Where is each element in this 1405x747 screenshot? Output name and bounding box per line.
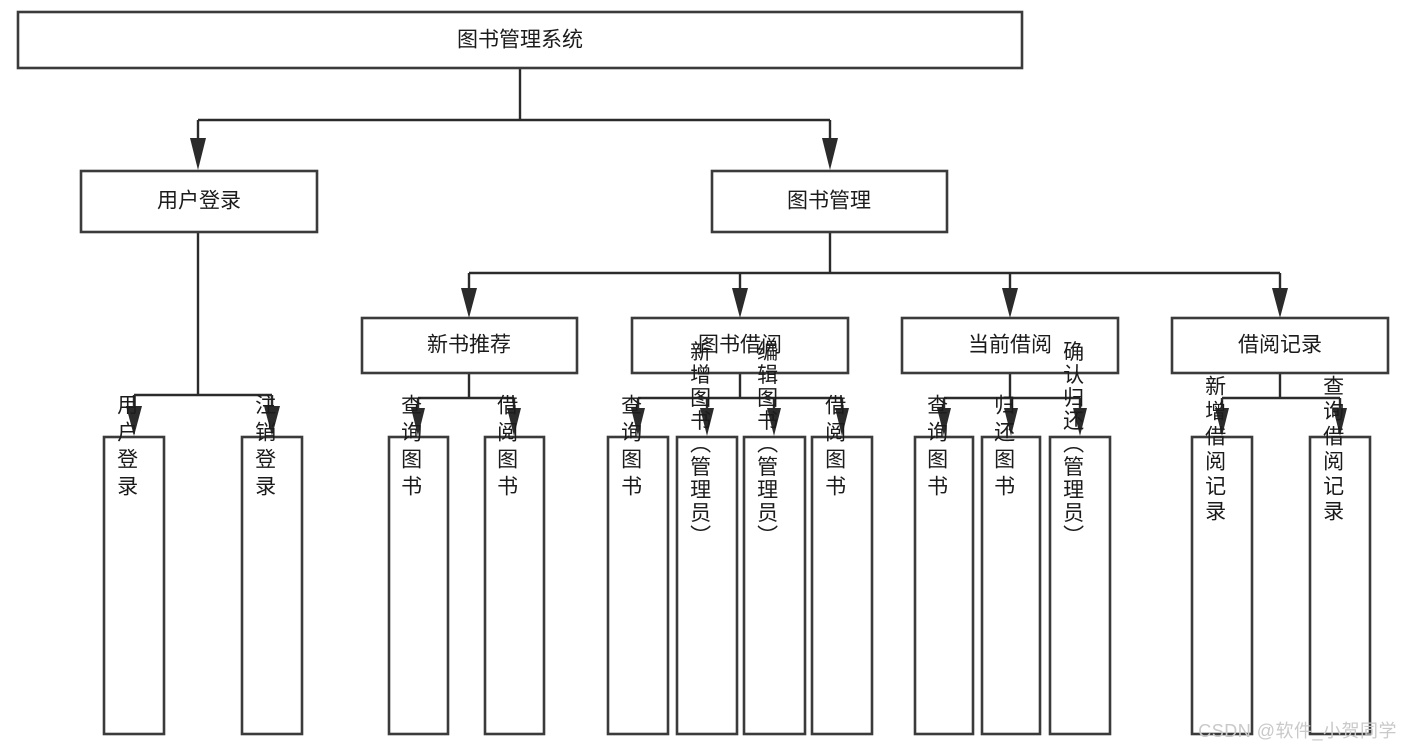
node-new-book-recommend[interactable]: 新书推荐: [360, 316, 579, 375]
node-borrow-record-box[interactable]: [1170, 316, 1390, 375]
arrowhead-book-borrow: [732, 288, 748, 318]
leaf-query-book-newbook-box[interactable]: [387, 435, 450, 736]
leaf-query-book-borrow-label: 查询图书: [619, 394, 643, 502]
arrowhead-leaf-logout: [264, 406, 280, 436]
leaf-borrow-book-borrow-box[interactable]: [810, 435, 874, 736]
node-user-login[interactable]: 用户登录: [79, 169, 319, 234]
leaf-borrow-book-newbook-box[interactable]: [483, 435, 546, 736]
leaf-query-book-current-label: 查询图书: [925, 394, 949, 502]
node-current-borrow-label: 当前借阅: [968, 334, 1052, 357]
arrowhead-leaf-add-book: [700, 408, 714, 436]
arrowhead-leaf-query-record: [1333, 408, 1347, 436]
leaf-confirm-return-admin-label: 确认归还（管理员）: [1061, 341, 1085, 548]
arrowhead-leaf-edit-book: [767, 408, 781, 436]
node-user-login-label: 用户登录: [157, 190, 241, 213]
leaf-borrow-book-newbook-label: 借阅图书: [495, 394, 519, 502]
leaf-borrow-book-borrow-label: 借阅图书: [823, 394, 847, 502]
leaf-edit-book-admin-label: 编辑图书（管理员）: [755, 341, 779, 548]
leaf-query-borrow-record-box[interactable]: [1308, 435, 1372, 736]
leaf-logout-box[interactable]: [240, 435, 304, 736]
node-user-login-box[interactable]: [79, 169, 319, 234]
leaf-query-borrow-record-label: 查询借阅记录: [1321, 375, 1345, 525]
arrowhead-leaf-borrow-book-2: [835, 408, 849, 436]
leaf-query-book-newbook[interactable]: 查询图书: [387, 394, 450, 736]
leaf-query-borrow-record[interactable]: 查询借阅记录: [1308, 375, 1372, 736]
node-root-system-box[interactable]: [16, 10, 1024, 70]
leaf-borrow-book-newbook[interactable]: 借阅图书: [483, 394, 546, 736]
leaf-query-book-current[interactable]: 查询图书: [913, 394, 975, 736]
arrowhead-leaf-confirm-return: [1073, 408, 1087, 436]
leaf-borrow-book-borrow[interactable]: 借阅图书: [810, 394, 874, 736]
leaf-query-book-newbook-label: 查询图书: [399, 394, 423, 502]
leaf-add-borrow-record-label: 新增借阅记录: [1203, 375, 1227, 525]
leaf-query-book-borrow-box[interactable]: [606, 435, 670, 736]
node-book-borrow[interactable]: 图书借阅: [630, 316, 850, 375]
node-root-system-label: 图书管理系统: [457, 29, 583, 52]
arrowhead-leaf-query-book-1: [411, 408, 425, 436]
leaf-logout-label: 注销登录: [253, 394, 277, 502]
leaf-logout[interactable]: 注销登录: [240, 394, 304, 736]
leaf-add-book-admin[interactable]: 新增图书（管理员）: [675, 341, 739, 736]
arrowhead-leaf-query-book-3: [937, 408, 951, 436]
leaf-add-book-admin-box[interactable]: [675, 435, 739, 736]
leaf-confirm-return-admin-box[interactable]: [1048, 435, 1112, 736]
arrowhead-leaf-user-login: [126, 406, 142, 436]
arrowhead-book-manage: [822, 138, 838, 170]
leaf-user-login-label: 用户登录: [115, 394, 139, 502]
leaf-edit-book-admin[interactable]: 编辑图书（管理员）: [742, 341, 807, 736]
node-book-borrow-label: 图书借阅: [698, 334, 782, 357]
arrowhead-leaf-return-book: [1004, 408, 1018, 436]
node-borrow-record-label: 借阅记录: [1238, 334, 1322, 357]
arrowhead-leaf-query-book-2: [631, 408, 645, 436]
node-new-book-recommend-box[interactable]: [360, 316, 579, 375]
node-new-book-recommend-label: 新书推荐: [427, 334, 511, 357]
node-book-management[interactable]: 图书管理: [710, 169, 949, 234]
node-book-management-label: 图书管理: [787, 190, 871, 213]
arrowhead-user-login: [190, 138, 206, 170]
node-current-borrow-box[interactable]: [900, 316, 1120, 375]
leaf-add-book-admin-label: 新增图书（管理员）: [688, 341, 712, 548]
leaf-edit-book-admin-box[interactable]: [742, 435, 807, 736]
node-current-borrow[interactable]: 当前借阅: [900, 316, 1120, 375]
connector-layer: [126, 68, 1347, 436]
leaf-confirm-return-admin[interactable]: 确认归还（管理员）: [1048, 341, 1112, 736]
arrowhead-leaf-add-record: [1215, 408, 1229, 436]
arrowhead-leaf-borrow-book-1: [507, 408, 521, 436]
arrowhead-current-borrow: [1002, 288, 1018, 318]
leaf-return-book-box[interactable]: [980, 435, 1042, 736]
node-root-system[interactable]: 图书管理系统: [16, 10, 1024, 70]
node-borrow-record[interactable]: 借阅记录: [1170, 316, 1390, 375]
node-book-management-box[interactable]: [710, 169, 949, 234]
arrowhead-new-book-rec: [461, 288, 477, 318]
leaf-user-login-box[interactable]: [102, 435, 166, 736]
arrowhead-borrow-record: [1272, 288, 1288, 318]
leaf-add-borrow-record[interactable]: 新增借阅记录: [1190, 375, 1254, 736]
leaf-user-login[interactable]: 用户登录: [102, 394, 166, 736]
leaf-return-book-label: 归还图书: [992, 394, 1016, 502]
leaf-query-book-current-box[interactable]: [913, 435, 975, 736]
node-book-borrow-box[interactable]: [630, 316, 850, 375]
leaf-query-book-borrow[interactable]: 查询图书: [606, 394, 670, 736]
leaf-return-book[interactable]: 归还图书: [980, 394, 1042, 736]
leaf-add-borrow-record-box[interactable]: [1190, 435, 1254, 736]
